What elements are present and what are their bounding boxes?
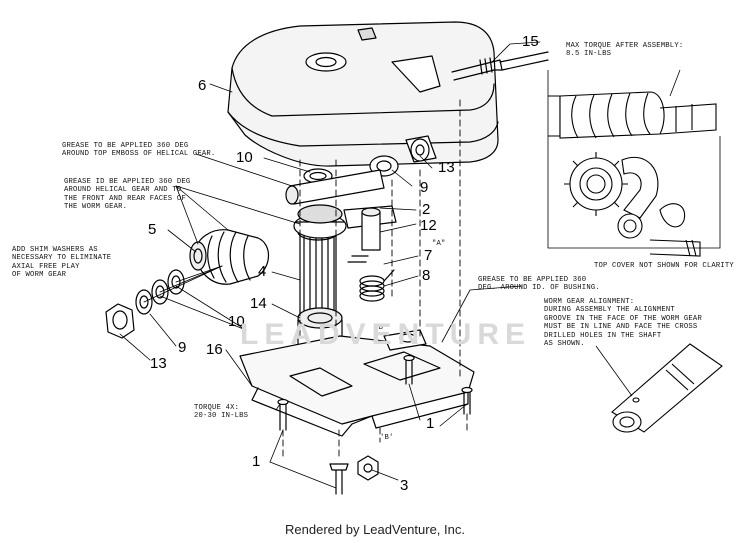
note-torque-4x: TORQUE 4X:20-30 IN-LBS — [194, 404, 249, 421]
callout-8: 8 — [422, 267, 431, 284]
ref-label-b: "B" — [374, 324, 388, 332]
callout-1-right: 1 — [426, 415, 435, 432]
inset-worm-detail — [547, 69, 721, 257]
callout-4: 4 — [258, 263, 267, 280]
alignment-shaft — [595, 343, 723, 433]
bushings-upper — [369, 135, 437, 177]
top-cover — [227, 21, 499, 167]
nut-3 — [357, 455, 379, 481]
note-top-cover: TOP COVER NOT SHOWN FOR CLARITY — [594, 262, 734, 270]
worm-gear-5 — [189, 229, 270, 285]
callout-10-lower: 10 — [228, 313, 245, 330]
callout-12: 12 — [420, 217, 437, 234]
pins-7 — [347, 255, 369, 263]
hex-nut-13 — [105, 303, 135, 339]
callout-15: 15 — [522, 33, 539, 50]
callout-9-lower: 9 — [178, 339, 187, 356]
footer-credit: Rendered by LeadVenture, Inc. — [285, 522, 465, 537]
bolts-1 — [277, 354, 473, 495]
callout-5: 5 — [148, 221, 157, 238]
callout-14: 14 — [250, 295, 267, 312]
callout-7: 7 — [424, 247, 433, 264]
note-worm-alignment: WORM GEAR ALIGNMENT:DURING ASSEMBLY THE … — [544, 298, 702, 349]
spring-8 — [359, 269, 395, 302]
callout-13-upper: 13 — [438, 159, 455, 176]
note-max-torque: MAX TORQUE AFTER ASSEMBLY:8.5 IN-LBS — [566, 42, 684, 59]
sector-gear-12 — [343, 205, 397, 251]
shaft-2 — [285, 169, 385, 205]
helical-gear-4 — [293, 204, 347, 327]
leader-lines — [119, 41, 541, 489]
callout-13-lower: 13 — [150, 355, 167, 372]
callout-3: 3 — [400, 477, 409, 494]
ref-label-a: "A" — [432, 240, 446, 248]
cable-15 — [451, 51, 549, 81]
callout-10-upper: 10 — [236, 149, 253, 166]
watermark: LEADVENTURE — [240, 318, 532, 351]
ref-label-b-lower: 'B' — [380, 434, 394, 442]
callout-16: 16 — [206, 341, 223, 358]
callout-2: 2 — [422, 201, 431, 218]
callout-9-upper: 9 — [420, 179, 429, 196]
base-plate-16 — [239, 329, 475, 437]
assembly-lines — [282, 99, 468, 461]
callout-6: 6 — [198, 77, 207, 94]
callout-1-left: 1 — [252, 453, 261, 470]
